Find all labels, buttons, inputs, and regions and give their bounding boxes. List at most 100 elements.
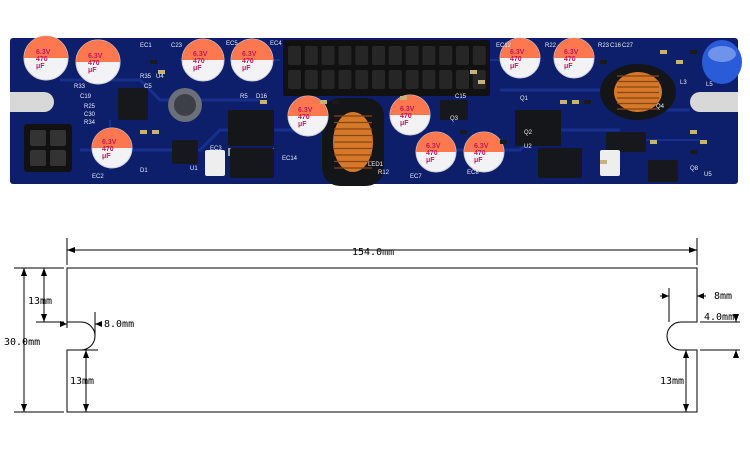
- svg-text:470: 470: [298, 114, 310, 121]
- silkscreen-label: R35: [140, 74, 152, 80]
- length-label: 154.0mm: [352, 247, 394, 258]
- silkscreen-label: EC14: [282, 156, 298, 162]
- smd-part: [500, 140, 507, 144]
- svg-text:μF: μF: [298, 121, 307, 128]
- four-pin-power-connector: [24, 124, 72, 172]
- atx-pin: [288, 70, 301, 89]
- silkscreen-label: D1: [140, 168, 148, 174]
- silkscreen-label: R34: [84, 120, 96, 126]
- smd-part: [260, 100, 267, 104]
- atx-24-pin-connector: [283, 40, 490, 96]
- svg-text:μF: μF: [88, 67, 97, 74]
- silkscreen-label: L5: [706, 82, 713, 88]
- svg-text:6.3V: 6.3V: [298, 107, 313, 114]
- atx-pin: [304, 70, 318, 89]
- top-section-label: 13mm: [28, 296, 52, 307]
- silkscreen-label: C16: [610, 43, 622, 49]
- silkscreen-label: Q1: [520, 96, 529, 102]
- bottom-section-left-label: 13mm: [70, 376, 94, 387]
- silkscreen-label: Q2: [524, 130, 533, 136]
- smd-part: [650, 140, 657, 144]
- blue-capacitor: [702, 40, 742, 84]
- silkscreen-label: R12: [378, 170, 390, 176]
- left-mounting-slot: [10, 92, 54, 112]
- svg-text:6.3V: 6.3V: [102, 139, 117, 146]
- svg-text:μF: μF: [510, 63, 519, 70]
- slot-depth-right-label: 8mm: [714, 291, 732, 302]
- smd-components: [140, 50, 707, 164]
- atx-pin: [456, 46, 469, 65]
- smd-part: [600, 60, 607, 64]
- silkscreen-label: R22: [545, 43, 557, 49]
- svg-text:470: 470: [102, 146, 114, 153]
- svg-text:μF: μF: [242, 65, 251, 72]
- smd-part: [332, 100, 339, 104]
- right-inductor: [600, 64, 676, 120]
- atx-pin: [456, 70, 469, 89]
- silkscreen-label: C19: [80, 94, 92, 100]
- silkscreen-label: R5: [240, 94, 248, 100]
- svg-text:470: 470: [242, 58, 254, 65]
- silkscreen-label: EC5: [226, 41, 238, 47]
- silkscreen-label: C5: [144, 84, 152, 90]
- smd-part: [470, 70, 477, 74]
- svg-text:470: 470: [474, 150, 486, 157]
- svg-text:μF: μF: [474, 157, 483, 164]
- atx-pin: [439, 70, 453, 89]
- atx-pin: [304, 46, 318, 65]
- smd-part: [478, 80, 485, 84]
- svg-text:470: 470: [36, 56, 48, 63]
- svg-text:6.3V: 6.3V: [564, 49, 579, 56]
- silkscreen-label: Q3: [450, 116, 459, 122]
- atx-pin: [388, 46, 402, 65]
- atx-pin: [321, 70, 335, 89]
- svg-text:6.3V: 6.3V: [242, 51, 257, 58]
- pcb-board-photo: 6.3V470μF6.3V470μF6.3V470μF6.3V470μF6.3V…: [0, 0, 750, 200]
- silkscreen-label: C23: [171, 43, 183, 49]
- atx-pin: [372, 70, 385, 89]
- smd-part: [660, 50, 667, 54]
- silkscreen-label: Q4: [656, 104, 665, 110]
- smd-part: [320, 100, 327, 104]
- atx-pin: [388, 70, 402, 89]
- svg-text:470: 470: [564, 56, 576, 63]
- smd-part: [600, 160, 607, 164]
- bottom-section-right-label: 13mm: [660, 376, 684, 387]
- slot-width-label: 4.0mm: [704, 312, 734, 323]
- svg-text:6.3V: 6.3V: [193, 51, 208, 58]
- atx-pin: [338, 70, 352, 89]
- atx-pin: [321, 46, 335, 65]
- svg-text:470: 470: [193, 58, 205, 65]
- silkscreen-label: EC8: [467, 170, 479, 176]
- silkscreen-label: Q8: [690, 166, 699, 172]
- svg-text:6.3V: 6.3V: [510, 49, 525, 56]
- atx-pin: [355, 46, 369, 65]
- svg-text:470: 470: [400, 113, 412, 120]
- smd-part: [690, 50, 697, 54]
- electrolytic-capacitors: 6.3V470μF6.3V470μF6.3V470μF6.3V470μF6.3V…: [23, 35, 595, 173]
- svg-text:μF: μF: [102, 153, 111, 160]
- silkscreen-label: R23: [598, 43, 610, 49]
- atx-pin: [405, 70, 419, 89]
- smd-part: [700, 140, 707, 144]
- silkscreen-label: U4: [156, 74, 164, 80]
- width-label: 30.0mm: [4, 337, 40, 348]
- silkscreen-label: C30: [84, 112, 96, 118]
- silkscreen-label: U1: [190, 166, 198, 172]
- silkscreen-label: U2: [524, 144, 532, 150]
- atx-pin: [422, 46, 436, 65]
- silkscreen-label: D16: [256, 94, 268, 100]
- svg-text:μF: μF: [400, 120, 409, 127]
- svg-text:μF: μF: [426, 157, 435, 164]
- atx-pin: [355, 70, 369, 89]
- atx-pin: [422, 70, 436, 89]
- silkscreen-label: R25: [84, 104, 96, 110]
